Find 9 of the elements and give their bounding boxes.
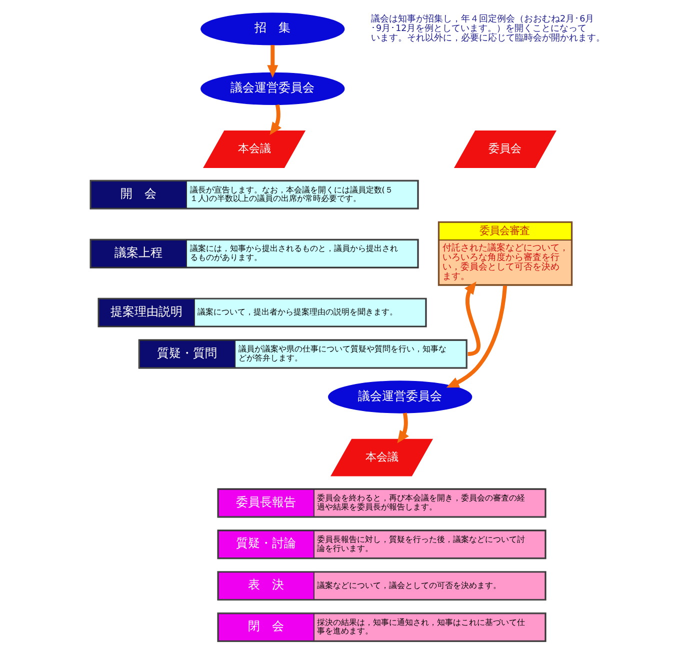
label: 議会は知事が招集し，年４回定例会（おおむね2月･6月･9月･12月を例としています。）を開くことになっています。それ以外に，必要に応じて臨時会が開かれます。 xyxy=(370,14,605,44)
node-ellipse: 議会運営委員会 xyxy=(200,72,344,106)
arrow xyxy=(269,104,281,135)
node-ellipse: 議会運営委員会 xyxy=(328,380,472,414)
node-ellipse: 招 集 xyxy=(200,12,344,46)
arrow xyxy=(446,285,507,388)
arrow xyxy=(266,45,278,78)
arrow xyxy=(396,412,408,444)
arrow xyxy=(464,281,480,356)
